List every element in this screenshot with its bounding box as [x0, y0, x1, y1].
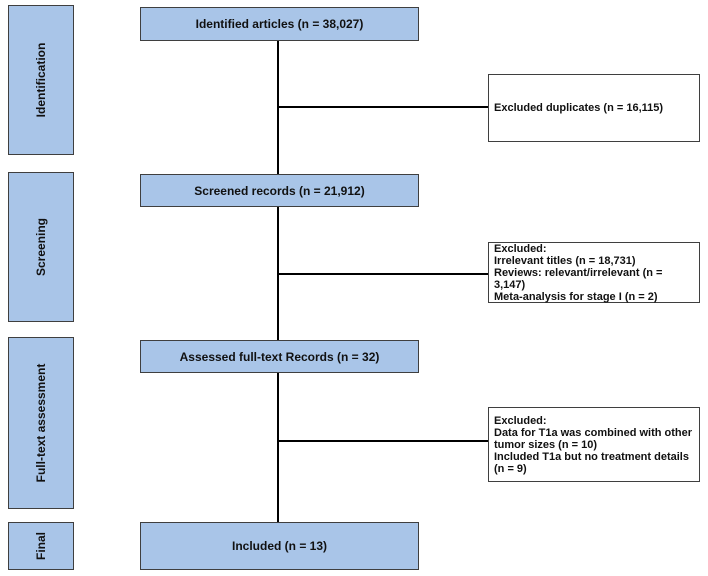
connector-to-duplicates: [278, 106, 488, 108]
fulltext-exclusion-line: tumor sizes (n = 10): [494, 438, 598, 451]
screening-exclusion-line: Reviews: relevant/irrelevant (n = 3,147): [494, 266, 663, 291]
connector-assessed-included: [277, 373, 279, 523]
phase-full-text-assessment: Full-text assessment: [8, 337, 74, 509]
phase-identification: Identification: [8, 5, 74, 155]
screening-exclusion-line: Meta-analysis for stage I (n = 2): [494, 290, 658, 303]
box-fulltext-exclusions: Excluded: Data for T1a was combined with…: [488, 407, 700, 482]
box-excluded-duplicates: Excluded duplicates (n = 16,115): [488, 74, 700, 142]
box-identified-articles: Identified articles (n = 38,027): [140, 7, 419, 41]
phase-screening: Screening: [8, 172, 74, 322]
phase-screening-label: Screening: [34, 217, 48, 277]
fulltext-exclusion-line: Data for T1a was combined with other: [494, 426, 693, 439]
box-included: Included (n = 13): [140, 522, 419, 570]
phase-final-label: Final: [34, 531, 48, 561]
fulltext-exclusion-line: (n = 9): [494, 462, 527, 475]
phase-final: Final: [8, 522, 74, 570]
box-screening-exclusions: Excluded: Irrelevant titles (n = 18,731)…: [488, 242, 700, 303]
connector-to-fulltext-exclusions: [278, 440, 488, 442]
box-screened-records: Screened records (n = 21,912): [140, 174, 419, 207]
box-assessed-full-text: Assessed full-text Records (n = 32): [140, 340, 419, 373]
screening-exclusion-line: Irrelevant titles (n = 18,731): [494, 254, 636, 267]
fulltext-exclusion-line: Excluded:: [494, 414, 547, 427]
screening-exclusion-line: Excluded:: [494, 242, 547, 255]
excluded-duplicates-text: Excluded duplicates (n = 16,115): [494, 102, 664, 114]
fulltext-exclusion-line: Included T1a but no treatment details: [494, 450, 689, 463]
connector-to-screening-exclusions: [278, 273, 488, 275]
phase-identification-label: Identification: [34, 42, 48, 118]
phase-full-text-label: Full-text assessment: [34, 363, 48, 483]
